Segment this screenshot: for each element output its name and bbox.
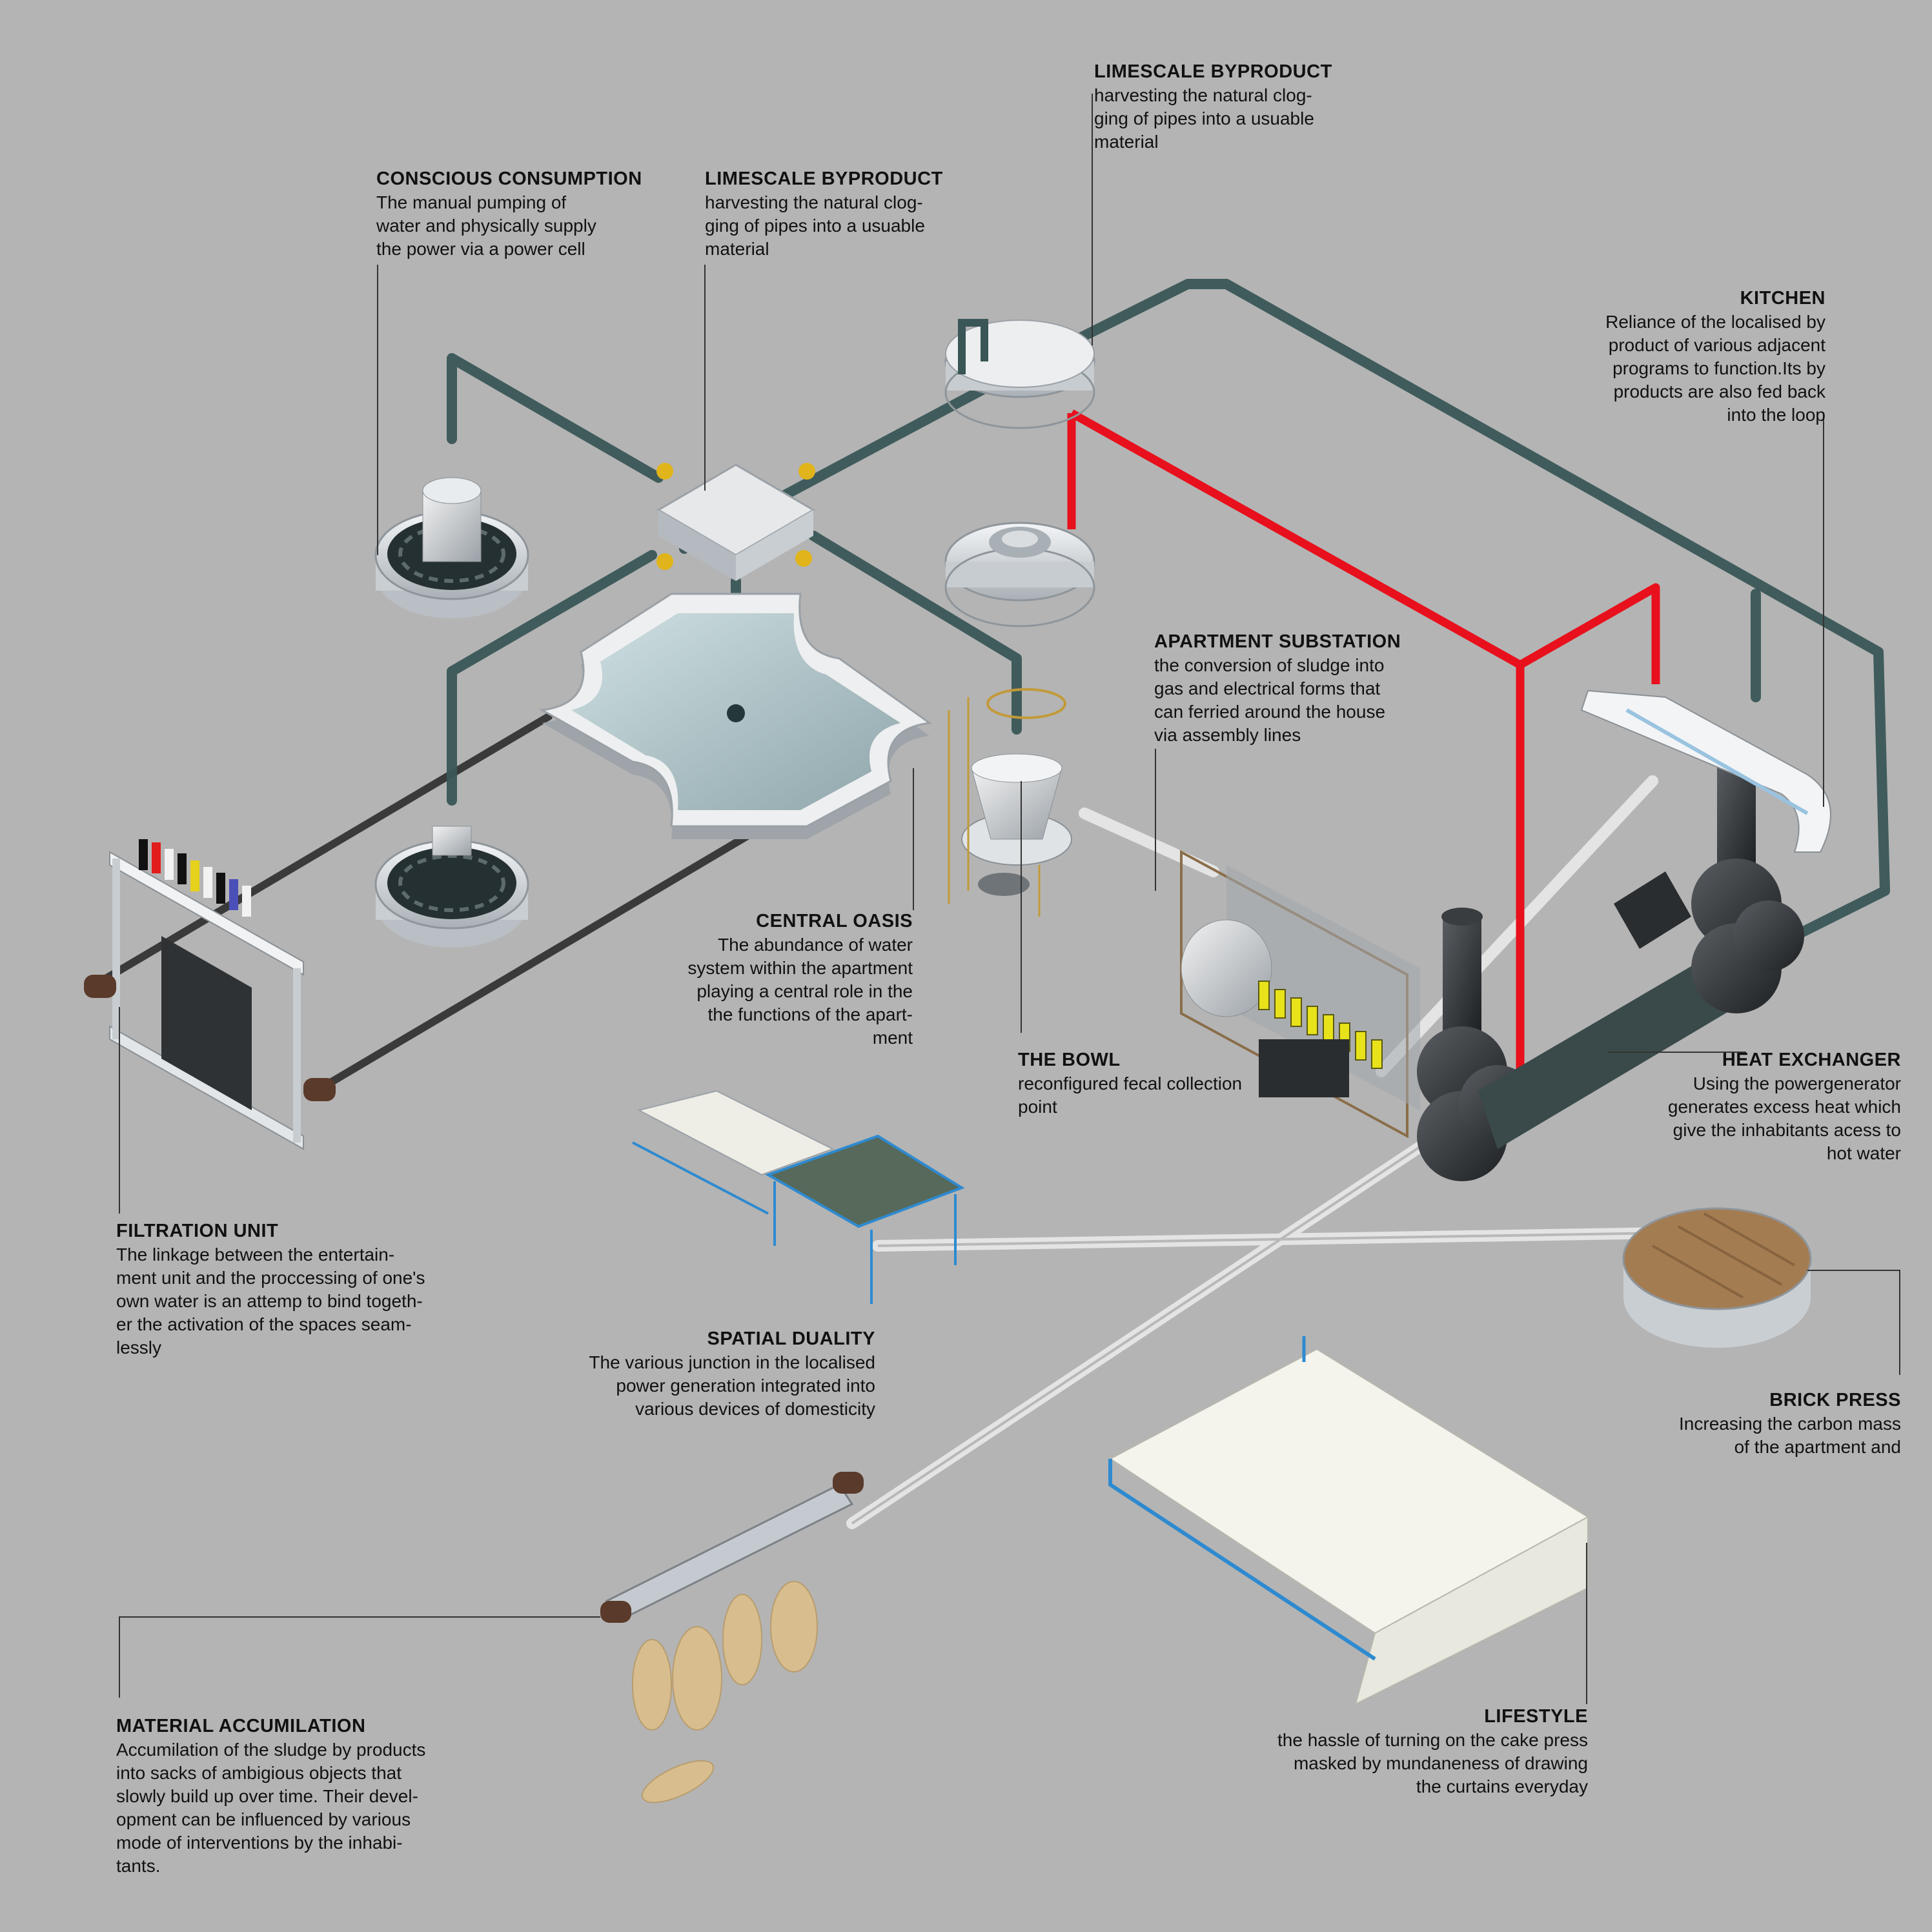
- body: reconfigured fecal collection point: [1018, 1073, 1243, 1117]
- central-oasis: [539, 593, 932, 839]
- pump-wheel-bottom: [374, 826, 529, 948]
- annotation-material-accumilation: MATERIAL ACCUMILATION Accumilation of th…: [116, 1714, 425, 1878]
- apartment-substation: [1180, 849, 1420, 1139]
- service-pipe-bowl: [1079, 808, 1219, 877]
- annotation-lifestyle: LIFESTYLE the hassle of turning on the c…: [1226, 1704, 1588, 1798]
- body: Increasing the carbon mass of the apartm…: [1679, 1414, 1901, 1457]
- heat-exchanger-main: [1417, 908, 1769, 1181]
- curtain-press: [1108, 1336, 1589, 1705]
- annotation-apartment-substation: APARTMENT SUBSTATION the conversion of s…: [1154, 629, 1401, 747]
- title: KITCHEN: [1740, 288, 1825, 309]
- title: APARTMENT SUBSTATION: [1154, 631, 1401, 652]
- body: Reliance of the localised by product of …: [1605, 312, 1825, 425]
- pump-wheel-top: [374, 477, 529, 618]
- annotation-the-bowl: THE BOWL reconfigured fecal collection p…: [1018, 1048, 1242, 1119]
- material-accumulation: [600, 1472, 864, 1804]
- kitchen-counter: [1580, 689, 1831, 853]
- title: MATERIAL ACCUMILATION: [116, 1716, 366, 1736]
- title: HEAT EXCHANGER: [1722, 1050, 1901, 1070]
- annotation-heat-exchanger: HEAT EXCHANGER Using the powergenerator …: [1588, 1048, 1901, 1165]
- annotation-conscious-consumption: CONSCIOUS CONSUMPTION The manual pumping…: [376, 167, 642, 261]
- title: LIFESTYLE: [1484, 1706, 1588, 1727]
- cell-array: [1258, 981, 1383, 1069]
- press-table: [632, 1090, 965, 1304]
- body: the conversion of sludge into gas and el…: [1154, 655, 1386, 745]
- body: The various junction in the localised po…: [589, 1352, 875, 1419]
- title: LIMESCALE BYPRODUCT: [1094, 61, 1332, 82]
- brick-press: [1622, 1207, 1812, 1348]
- body: Using the powergenerator generates exces…: [1667, 1073, 1901, 1163]
- book-row: [139, 839, 251, 917]
- title: THE BOWL: [1018, 1050, 1121, 1070]
- annotation-central-oasis: CENTRAL OASIS The abundance of water sys…: [633, 909, 913, 1050]
- title: BRICK PRESS: [1769, 1390, 1901, 1410]
- shaft-south: [312, 816, 778, 1095]
- annotation-limescale-mid: LIMESCALE BYPRODUCT harvesting the natur…: [705, 167, 943, 261]
- title: FILTRATION UNIT: [116, 1221, 279, 1241]
- annotation-brick-press: BRICK PRESS Increasing the carbon mass o…: [1627, 1388, 1901, 1459]
- leader-lines: [119, 94, 1900, 1704]
- gas-pipe: [1067, 409, 1660, 1072]
- body: The manual pumping of water and physical…: [376, 192, 596, 259]
- annotation-filtration-unit: FILTRATION UNIT The linkage between the …: [116, 1219, 425, 1359]
- title: CONSCIOUS CONSUMPTION: [376, 168, 642, 189]
- title: SPATIAL DUALITY: [707, 1328, 875, 1349]
- annotation-limescale-top: LIMESCALE BYPRODUCT harvesting the natur…: [1094, 59, 1332, 154]
- title: LIMESCALE BYPRODUCT: [705, 168, 943, 189]
- body: The abundance of water system within the…: [687, 935, 913, 1048]
- water-loop-outer: [1066, 279, 1890, 948]
- body: the hassle of turning on the cake press …: [1277, 1730, 1588, 1796]
- filtration-unit: [84, 839, 336, 1150]
- body: harvesting the natural clog- ging of pip…: [1094, 85, 1314, 152]
- body: harvesting the natural clog- ging of pip…: [705, 192, 925, 259]
- body: Accumilation of the sludge by products i…: [116, 1740, 426, 1876]
- cross-junction: [656, 463, 815, 581]
- the-bowl: [948, 688, 1072, 917]
- annotation-spatial-duality: SPATIAL DUALITY The various junction in …: [542, 1327, 875, 1421]
- water-pipe-pump-top: [447, 353, 664, 483]
- water-pipe-bowl: [808, 531, 1022, 735]
- water-pipe-pump-bottom: [447, 550, 657, 806]
- annotation-kitchen: KITCHEN Reliance of the localised by pro…: [1536, 286, 1825, 427]
- title: CENTRAL OASIS: [756, 911, 913, 931]
- body: The linkage between the entertain- ment …: [116, 1245, 425, 1357]
- limescale-tower: [944, 319, 1095, 627]
